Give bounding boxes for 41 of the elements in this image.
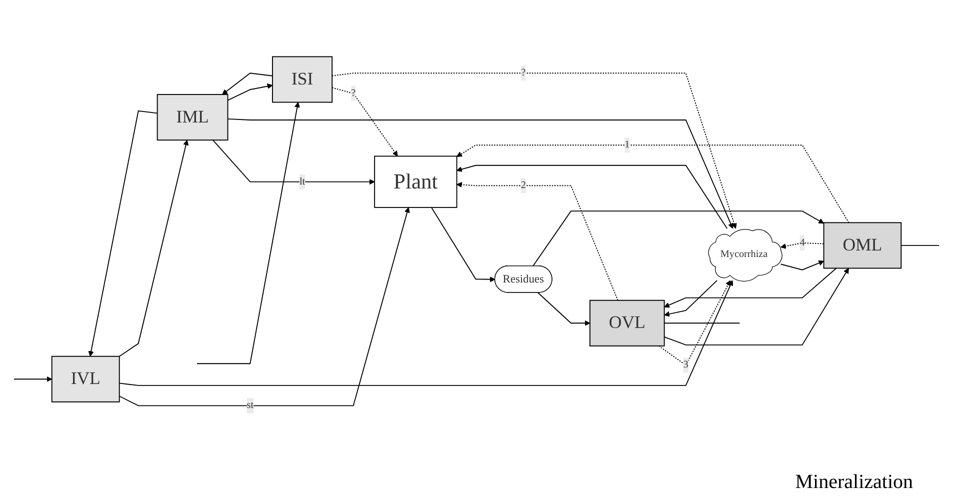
arrow: [227, 118, 734, 229]
edge-label: ?: [351, 88, 356, 98]
arrow: [118, 140, 189, 357]
arrow: [332, 87, 398, 156]
arrow: [664, 268, 837, 308]
arrow: [456, 164, 728, 229]
edge-label: 2: [520, 180, 526, 191]
arrow: [222, 72, 273, 95]
node-box: OVL: [589, 300, 665, 346]
connector: [664, 322, 740, 324]
node-box: IML: [156, 94, 228, 141]
note-text: Mineralization: [795, 471, 913, 493]
arrow: [13, 376, 52, 382]
edge-label: 3: [683, 360, 688, 370]
arrow: [227, 84, 273, 101]
arrow: [196, 102, 300, 364]
arrow: [118, 207, 410, 406]
arrow: [658, 280, 731, 366]
edge-label: st: [246, 400, 254, 411]
connector: [900, 244, 940, 246]
arrow: [431, 206, 496, 282]
edge-label: 4: [800, 237, 805, 248]
node-box: ISI: [272, 56, 333, 103]
node-box: OML: [823, 222, 902, 269]
arrow: [780, 242, 824, 249]
arrow: [88, 110, 158, 357]
arrow: [780, 260, 824, 270]
arrow: [456, 144, 850, 224]
arrow: [212, 140, 375, 185]
arrow: [664, 268, 849, 346]
arrow: [538, 292, 590, 326]
arrow: [118, 280, 734, 386]
edge-label: lt: [299, 176, 306, 187]
arrow: [456, 182, 618, 301]
arrow: [332, 72, 737, 229]
arrow: [664, 280, 718, 317]
node-box: Plant: [374, 156, 458, 208]
edge-label: 1: [624, 139, 630, 150]
arrow: [532, 210, 824, 267]
edge-label: ?: [521, 67, 526, 78]
node-box: IVL: [51, 356, 120, 402]
